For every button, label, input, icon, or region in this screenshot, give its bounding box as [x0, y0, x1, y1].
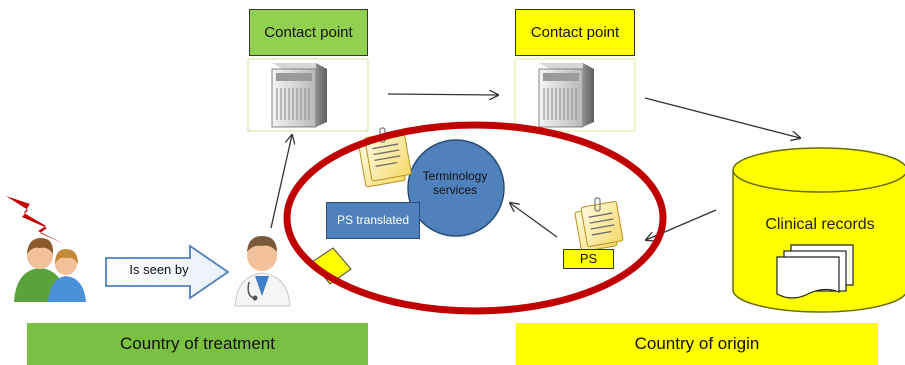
arrow-ps-to-terminology — [510, 203, 558, 238]
contact-point-treatment-label: Contact point — [264, 23, 353, 41]
terminology-services-label: Terminology services — [422, 169, 488, 197]
contact-point-origin-label: Contact point — [530, 23, 620, 41]
arrow-doctor-to-contact — [270, 135, 292, 229]
server-icon-origin — [514, 58, 636, 132]
document-icon-translated — [358, 127, 412, 188]
is-seen-by-label: Is seen by — [129, 262, 189, 277]
server-icon-treatment — [247, 58, 369, 132]
arrow-contact-to-contact — [387, 94, 498, 95]
contact-point-origin-box: Contact point — [515, 9, 635, 56]
doctor-icon — [234, 236, 291, 307]
country-of-treatment-box: Country of treatment — [27, 323, 368, 365]
ps-label: PS — [579, 250, 598, 266]
country-of-origin-box: Country of origin — [516, 323, 878, 365]
ps-box: PS — [563, 249, 614, 269]
contact-point-treatment-box: Contact point — [249, 9, 368, 56]
country-of-origin-label: Country of origin — [634, 334, 760, 354]
is-seen-by-arrow — [105, 244, 230, 300]
highlight-ring — [283, 121, 667, 315]
clinical-records-database-icon — [732, 147, 905, 313]
ps-translated-box: PS translated — [326, 202, 420, 239]
records-stack-icon — [776, 244, 854, 299]
terminology-services-circle — [407, 139, 505, 237]
clinical-records-label: Clinical records — [765, 216, 875, 233]
arrow-origin-to-records — [644, 97, 800, 138]
document-icon-ps — [574, 197, 624, 253]
lightning-icon — [6, 196, 64, 244]
country-of-treatment-label: Country of treatment — [120, 334, 275, 354]
ps-translated-label: PS translated — [336, 212, 410, 227]
patients-icon — [14, 238, 86, 302]
